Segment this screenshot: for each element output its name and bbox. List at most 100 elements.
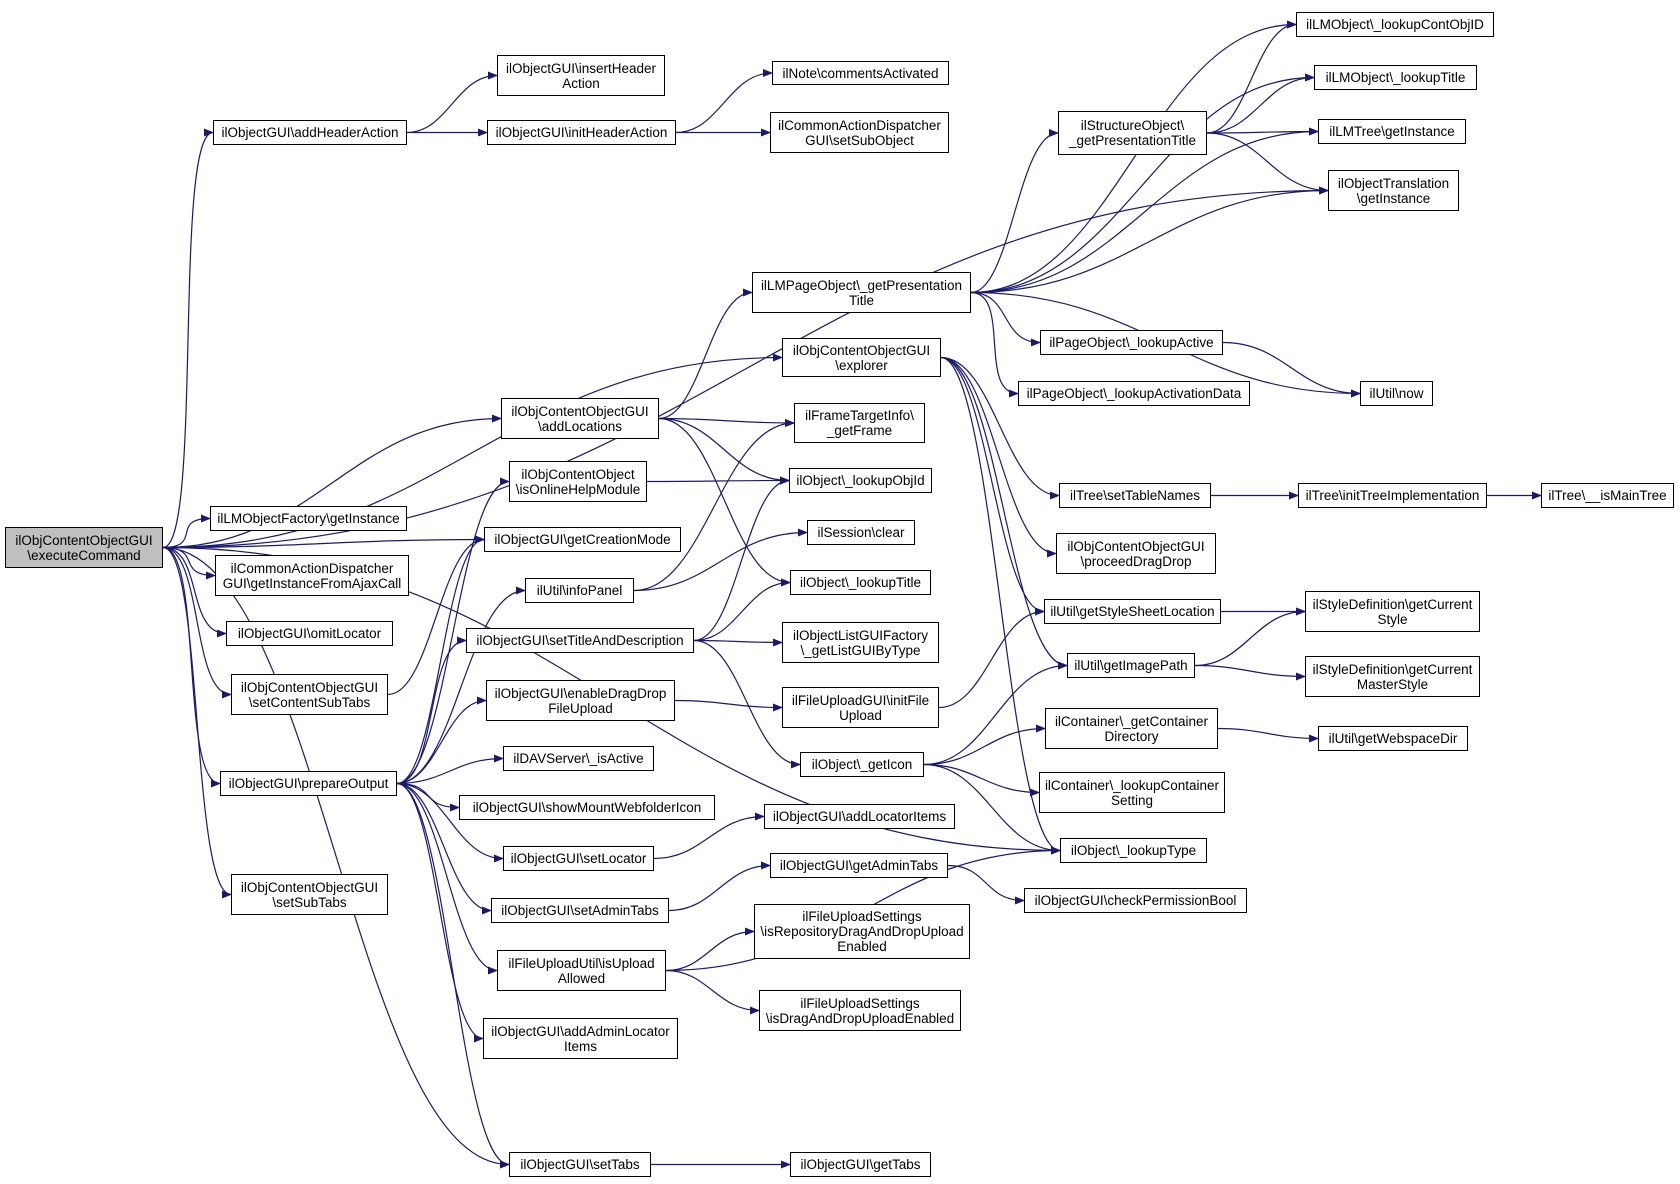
graph-node-lm-obj-factory[interactable]: ilLMObjectFactory\getInstance [210, 506, 407, 531]
edge-setLocator-to-addLocatorItems [653, 812, 765, 860]
graph-node-is-online-help[interactable]: ilObjContentObject \isOnlineHelpModule [509, 461, 647, 502]
edge-isUploadAllowed-to-isDragDropEnabled [665, 969, 760, 1015]
graph-node-lm-tree-get-instance[interactable]: ilLMTree\getInstance [1318, 119, 1466, 144]
edge-explorer-to-getStyleSheetLoc [940, 356, 1045, 616]
edge-enableDragDrop-to-initFileUpload [674, 699, 783, 712]
graph-node-is-repo-drag-drop[interactable]: ilFileUploadSettings \isRepositoryDragAn… [754, 904, 970, 959]
edge-prepareOutput-to-setTabs [396, 782, 510, 1169]
edge-infoPanel-to-sessionClear [633, 528, 808, 592]
graph-node-set-title-and-desc[interactable]: ilObjectGUI\setTitleAndDescription [466, 628, 694, 653]
edge-prepareOutput-to-setAdminTabs [396, 782, 492, 915]
edge-explorer-to-getImagePath [940, 356, 1068, 670]
edge-lmPagePresTitle-to-pageLookupActive [970, 291, 1041, 347]
graph-node-lm-lookup-title[interactable]: ilLMObject\_lookupTitle [1314, 65, 1477, 90]
graph-node-is-drag-drop-enabled[interactable]: ilFileUploadSettings \isDragAndDropUploa… [759, 990, 961, 1031]
graph-node-set-admin-tabs[interactable]: ilObjectGUI\setAdminTabs [491, 898, 669, 923]
graph-node-lookup-cont-setting[interactable]: ilContainer\_lookupContainer Setting [1039, 772, 1225, 813]
edge-addLocations-to-objLookupTitle [658, 417, 791, 587]
graph-node-info-panel[interactable]: ilUtil\infoPanel [525, 578, 634, 603]
graph-node-proceed-drag-drop[interactable]: ilObjContentObjectGUI \proceedDragDrop [1056, 533, 1216, 574]
edge-getAdminTabs-to-checkPermBool [947, 864, 1025, 905]
edge-root-to-addLocations [162, 414, 502, 549]
graph-node-get-frame[interactable]: ilFrameTargetInfo\ _getFrame [794, 403, 925, 443]
edge-lmPagePresTitle-to-objTransGetInstance [970, 186, 1329, 294]
graph-node-get-container-dir[interactable]: ilContainer\_getContainer Directory [1045, 708, 1218, 749]
graph-node-omit-locator[interactable]: ilObjectGUI\omitLocator [226, 621, 393, 646]
graph-node-init-tree-impl[interactable]: ilTree\initTreeImplementation [1298, 483, 1487, 508]
edge-prepareOutput-to-getCreationMode [396, 535, 485, 785]
graph-node-insert-header-action[interactable]: ilObjectGUI\insertHeader Action [497, 55, 665, 96]
edge-root-to-addHeaderAction [162, 128, 214, 549]
graph-node-get-image-path[interactable]: ilUtil\getImagePath [1067, 653, 1195, 678]
graph-node-set-locator[interactable]: ilObjectGUI\setLocator [503, 846, 654, 871]
edge-setContentSubTabs-to-getCreationMode [387, 535, 485, 696]
edge-explorer-to-lookupType [940, 356, 1061, 855]
graph-node-get-admin-tabs[interactable]: ilObjectGUI\getAdminTabs [770, 853, 948, 878]
graph-node-get-current-style[interactable]: ilStyleDefinition\getCurrent Style [1305, 591, 1480, 632]
graph-node-show-mount-webfolder[interactable]: ilObjectGUI\showMountWebfolderIcon [459, 795, 715, 820]
graph-node-session-clear[interactable]: ilSession\clear [807, 520, 915, 545]
edge-addLocations-to-lookupObjId [658, 417, 790, 485]
graph-node-init-file-upload[interactable]: ilFileUploadGUI\initFile Upload [782, 687, 939, 728]
graph-node-lookup-type[interactable]: ilObject\_lookupType [1060, 838, 1207, 863]
edge-structPresTitle-to-lookupContObjID [1206, 20, 1297, 134]
graph-node-set-content-sub-tabs[interactable]: ilObjContentObjectGUI \setContentSubTabs [231, 674, 388, 715]
edge-getContainerDir-to-getWebspaceDir [1217, 727, 1319, 743]
graph-node-util-now[interactable]: ilUtil\now [1360, 381, 1433, 406]
edge-infoPanel-to-getFrame [633, 419, 795, 592]
edge-prepareOutput-to-infoPanel [396, 586, 526, 785]
graph-node-set-tabs[interactable]: ilObjectGUI\setTabs [509, 1152, 651, 1177]
edge-prepareOutput-to-isUploadAllowed [396, 782, 498, 975]
graph-node-page-lookup-active[interactable]: ilPageObject\_lookupActive [1040, 330, 1223, 355]
graph-node-add-admin-locator[interactable]: ilObjectGUI\addAdminLocator Items [483, 1018, 678, 1059]
graph-node-get-icon[interactable]: ilObject\_getIcon [800, 752, 924, 777]
graph-node-add-locations[interactable]: ilObjContentObjectGUI \addLocations [501, 398, 659, 439]
edge-prepareOutput-to-davIsActive [396, 754, 504, 785]
edge-setTitleAndDesc-to-objLookupTitle [693, 578, 791, 642]
graph-node-add-header-action[interactable]: ilObjectGUI\addHeaderAction [213, 120, 407, 145]
graph-node-obj-trans-get-instance[interactable]: ilObjectTranslation \getInstance [1328, 170, 1459, 211]
edge-root-to-setContentSubTabs [162, 546, 232, 699]
graph-node-get-inst-from-ajax[interactable]: ilCommonActionDispatcher GUI\getInstance… [215, 555, 409, 596]
graph-node-get-webspace-dir[interactable]: ilUtil\getWebspaceDir [1318, 726, 1468, 751]
edge-prepareOutput-to-enableDragDrop [396, 696, 487, 785]
edge-prepareOutput-to-setLocator [396, 782, 504, 863]
graph-node-explorer[interactable]: ilObjContentObjectGUI \explorer [782, 338, 941, 377]
edge-setTitleAndDesc-to-lookupObjId [693, 476, 790, 642]
edge-isOnlineHelp-to-lookupObjId [646, 476, 790, 485]
edge-root-to-omitLocator [162, 546, 227, 638]
graph-node-dav-is-active[interactable]: ilDAVServer\_isActive [503, 746, 654, 771]
graph-node-get-tabs[interactable]: ilObjectGUI\getTabs [790, 1152, 931, 1177]
graph-node-set-sub-tabs[interactable]: ilObjContentObjectGUI \setSubTabs [231, 874, 388, 915]
graph-node-obj-lookup-title[interactable]: ilObject\_lookupTitle [790, 570, 931, 595]
graph-node-add-locator-items[interactable]: ilObjectGUI\addLocatorItems [764, 804, 955, 829]
edge-structPresTitle-to-objTransGetInstance [1206, 132, 1329, 195]
graph-node-root[interactable]: ilObjContentObjectGUI \executeCommand [5, 527, 163, 568]
graph-node-get-style-sheet-loc[interactable]: ilUtil\getStyleSheetLocation [1044, 599, 1221, 624]
graph-node-comments-activated[interactable]: ilNote\commentsActivated [772, 61, 949, 85]
graph-node-get-cur-master-style[interactable]: ilStyleDefinition\getCurrent MasterStyle [1305, 656, 1480, 697]
graph-node-get-creation-mode[interactable]: ilObjectGUI\getCreationMode [484, 527, 681, 552]
edge-explorer-to-proceedDragDrop [940, 356, 1057, 558]
graph-node-is-upload-allowed[interactable]: ilFileUploadUtil\isUpload Allowed [497, 950, 666, 991]
graph-node-prepare-output[interactable]: ilObjectGUI\prepareOutput [220, 771, 397, 796]
graph-node-init-header-action[interactable]: ilObjectGUI\initHeaderAction [487, 120, 676, 145]
graph-node-set-sub-object[interactable]: ilCommonActionDispatcher GUI\setSubObjec… [770, 112, 949, 153]
edge-setTitleAndDesc-to-getListGUIByType [693, 638, 783, 647]
graph-node-is-main-tree[interactable]: ilTree\__isMainTree [1541, 483, 1674, 508]
edge-lmPagePresTitle-to-lmTreeGetInstance [970, 127, 1319, 294]
graph-node-enable-drag-drop[interactable]: ilObjectGUI\enableDragDrop FileUpload [486, 680, 675, 721]
graph-node-page-lookup-act-data[interactable]: ilPageObject\_lookupActivationData [1018, 381, 1250, 406]
edge-initFileUpload-to-getStyleSheetLoc [938, 607, 1045, 709]
graph-node-set-table-names[interactable]: ilTree\setTableNames [1059, 483, 1211, 508]
edge-structPresTitle-to-lmLookupTitle [1206, 73, 1315, 134]
graph-node-lookup-cont-obj-i-d[interactable]: ilLMObject\_lookupContObjID [1296, 12, 1494, 37]
graph-node-get-list-g-u-i-by-type[interactable]: ilObjectListGUIFactory \_getListGUIByTyp… [782, 622, 939, 663]
graph-node-struct-pres-title[interactable]: ilStructureObject\ _getPresentationTitle [1058, 111, 1207, 155]
graph-node-check-perm-bool[interactable]: ilObjectGUI\checkPermissionBool [1024, 888, 1247, 913]
graph-node-lookup-obj-id[interactable]: ilObject\_lookupObjId [789, 468, 932, 493]
graph-node-lm-page-pres-title[interactable]: ilLMPageObject\_getPresentation Title [752, 272, 971, 313]
edge-getIcon-to-lookupType [923, 763, 1061, 855]
edge-addLocations-to-getFrame [658, 417, 795, 427]
